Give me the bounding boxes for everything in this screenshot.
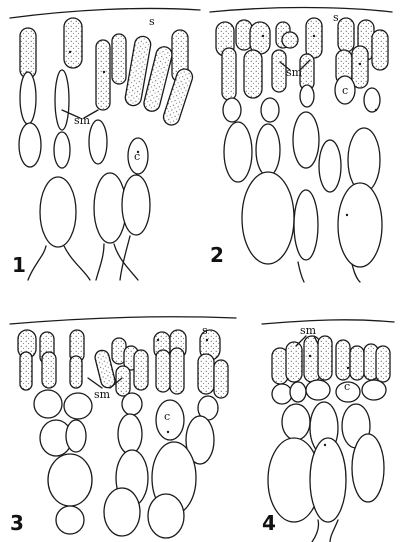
panel-3-filament-cells	[34, 390, 218, 538]
panel-1: s sm c 1	[10, 8, 200, 280]
panel-4-upper-cells	[272, 336, 390, 384]
panel-1-label-s: s	[149, 15, 155, 28]
panel-2-number: 2	[210, 243, 224, 267]
panel-3-label-s: s	[202, 324, 208, 337]
panel-4-filament-cells	[268, 380, 386, 542]
panel-3-number: 3	[10, 511, 24, 535]
panel-2-filament-cells	[223, 76, 382, 282]
panel-1-surface-line	[10, 8, 200, 18]
panel-1-label-c: c	[134, 150, 140, 163]
panel-2-label-s: s	[333, 11, 339, 24]
panel-3-surface-line	[10, 317, 236, 324]
panel-4: sm c 4	[262, 320, 394, 542]
panel-3: s sm c 3	[10, 317, 236, 538]
panel-2-label-sm: sm	[286, 66, 303, 79]
panel-1-number: 1	[12, 253, 26, 277]
panel-2: s sm c 2	[210, 8, 392, 283]
panel-3-upper-cells	[18, 330, 228, 398]
panel-4-label-sm: sm	[300, 324, 317, 337]
panel-2-label-c: c	[342, 84, 348, 97]
panel-4-label-c: c	[344, 380, 350, 393]
panel-1-upper-cells	[20, 18, 195, 127]
panel-2-surface-line	[210, 8, 392, 13]
panel-3-label-c: c	[164, 410, 170, 423]
panel-4-number: 4	[262, 511, 276, 535]
panel-4-surface-line	[262, 320, 394, 324]
panel-3-label-sm: sm	[94, 388, 111, 401]
